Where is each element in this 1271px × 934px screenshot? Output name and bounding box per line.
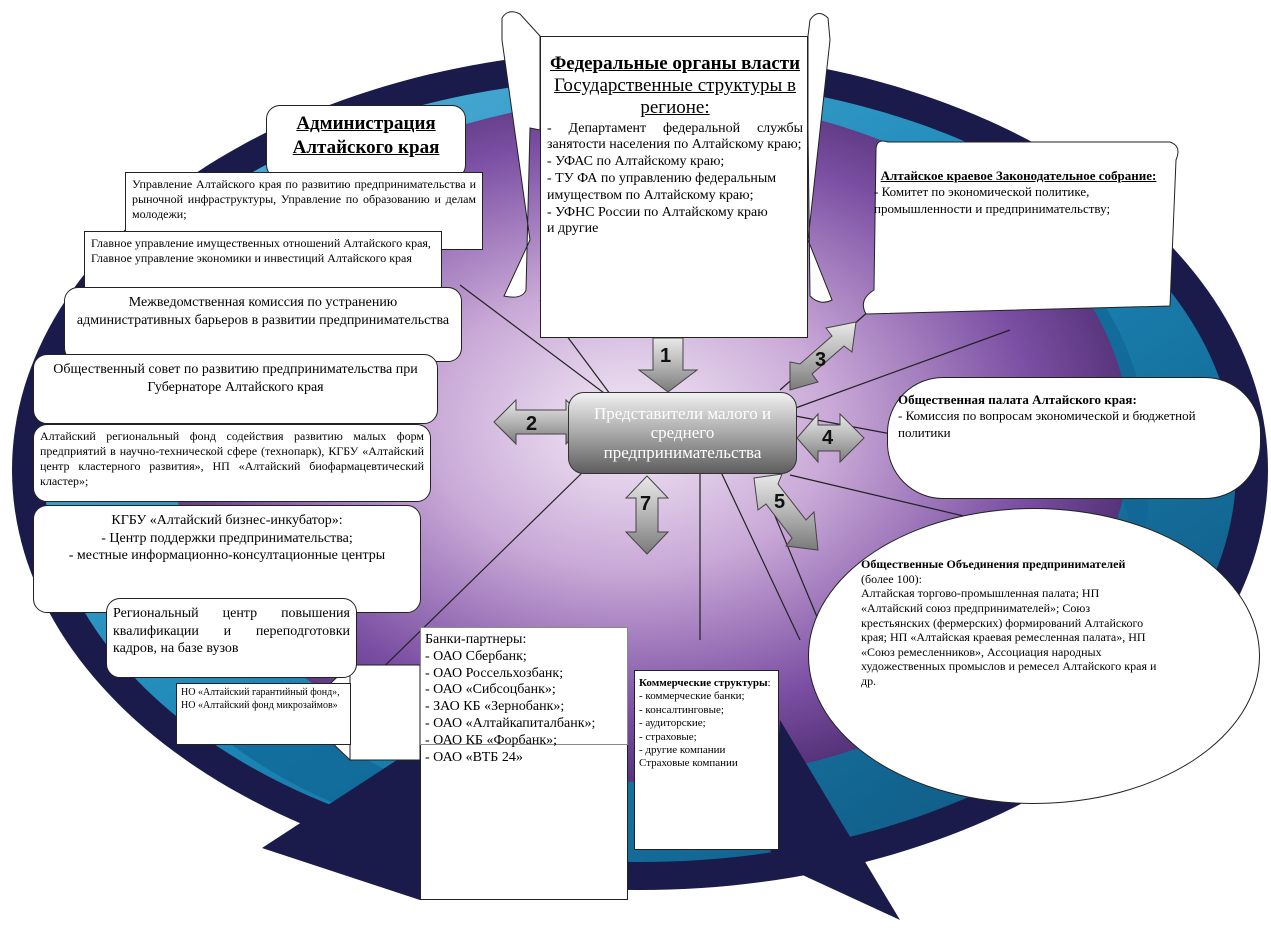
bank-item: - ОАО Сбербанк; bbox=[425, 648, 527, 664]
associations-title: Общественные Объединения предпринимателе… bbox=[861, 557, 1126, 571]
federal-item: - УФНС России по Алтайскому краю bbox=[547, 204, 768, 220]
associations-count: (более 100): bbox=[861, 571, 922, 586]
incubator-item: - Центр поддержки предпринимательства; bbox=[101, 530, 353, 546]
tail-right bbox=[770, 720, 900, 920]
commerce-item: - другие компании bbox=[639, 744, 726, 757]
federal-item: - УФАС по Алтайскому краю; bbox=[547, 154, 725, 170]
arrow-3: 3 bbox=[789, 321, 857, 391]
administration-item: Управление Алтайского края по развитию п… bbox=[132, 177, 476, 221]
guarantee-fund-box: НО «Алтайский гарантийный фонд», НО «Алт… bbox=[176, 683, 351, 745]
commerce-item: - страховые; bbox=[639, 730, 697, 743]
administration-title-box: Администрация Алтайского края bbox=[266, 105, 466, 179]
commerce-title-suffix: : bbox=[767, 677, 771, 689]
federal-scroll-left bbox=[501, 11, 541, 298]
public-chamber-box: Общественная палата Алтайского края: - К… bbox=[887, 377, 1261, 499]
guarantee-item: НО «Алтайский гарантийный фонд», bbox=[181, 687, 340, 698]
federal-authorities-box: Федеральные органы власти Государственны… bbox=[540, 36, 808, 338]
commerce-item: Страховые компании bbox=[639, 757, 738, 770]
administration-box: Межведомственная комиссия по устранению … bbox=[64, 287, 462, 362]
arrow-number-2: 2 bbox=[526, 413, 537, 435]
arrow-5: 5 bbox=[753, 473, 819, 551]
administration-item: Алтайский региональный фонд содействия р… bbox=[40, 429, 424, 488]
legislature-title: Алтайское краевое Законодательное собран… bbox=[880, 168, 1157, 183]
federal-item: - Департамент федеральной службы занятос… bbox=[547, 120, 803, 153]
legislature-item: - Комитет по экономической политике, про… bbox=[874, 184, 1111, 216]
administration-item: Главное управление имущественных отношен… bbox=[91, 236, 431, 265]
tail-left bbox=[262, 745, 420, 900]
arrow-number-4: 4 bbox=[822, 427, 834, 449]
administration-item: Региональный центр повышения квалификаци… bbox=[113, 606, 350, 656]
federal-item: и другие bbox=[547, 221, 599, 237]
federal-title: Федеральные органы власти bbox=[549, 53, 801, 74]
administration-item: Межведомственная комиссия по устранению … bbox=[76, 295, 450, 328]
bank-item: - ОАО «ВТБ 24» bbox=[425, 749, 523, 765]
guarantee-item: НО «Алтайский фонд микрозаймов» bbox=[181, 699, 338, 711]
commercial-structures-box: Коммерческие структуры: - коммерческие б… bbox=[634, 670, 779, 850]
arrow-7: 7 bbox=[624, 475, 670, 555]
federal-subtitle: Государственные структуры в регионе: bbox=[554, 74, 796, 118]
bank-item: - ОАО Россельхозбанк; bbox=[425, 665, 564, 681]
administration-item: Общественный совет по развитию предприни… bbox=[53, 362, 418, 395]
partner-banks-box: Банки-партнеры: - ОАО Сбербанк; - ОАО Ро… bbox=[420, 627, 628, 765]
incubator-title: КГБУ «Алтайский бизнес-инкубатор»: bbox=[111, 513, 343, 528]
banks-title: Банки-партнеры: bbox=[425, 632, 527, 647]
arrow-number-3: 3 bbox=[815, 349, 826, 371]
legis-scroll bbox=[862, 140, 1179, 315]
commerce-item: - коммерческие банки; bbox=[639, 690, 745, 703]
administration-title: Администрация Алтайского края bbox=[292, 113, 440, 158]
sme-representatives-box: Представители малого и среднего предприн… bbox=[568, 392, 797, 474]
incubator-item: - местные информационно-консултационные … bbox=[68, 548, 386, 563]
associations-text: Алтайская торгово-промышленная палата; Н… bbox=[861, 586, 1157, 688]
commerce-item: - консалтинговые; bbox=[639, 703, 724, 716]
commerce-title: Коммерческие структуры bbox=[639, 677, 768, 689]
bank-item: - ОАО КБ «Форбанк»; bbox=[425, 732, 558, 748]
arrow-1: 1 bbox=[637, 337, 699, 393]
arrow-number-5: 5 bbox=[774, 491, 785, 513]
bank-item: - ОАО «Алтайкапиталбанк»; bbox=[425, 715, 596, 731]
administration-box: Региональный центр повышения квалификаци… bbox=[106, 598, 357, 678]
associations-circle: Общественные Объединения предпринимателе… bbox=[808, 508, 1260, 804]
chamber-item: - Комиссия по вопросам экономической и б… bbox=[898, 408, 1196, 440]
arrow-number-1: 1 bbox=[660, 345, 671, 367]
arrow-number-7: 7 bbox=[640, 493, 651, 515]
federal-scroll-right bbox=[807, 13, 833, 303]
arrow-4: 4 bbox=[796, 412, 865, 464]
federal-list: - Департамент федеральной службы занятос… bbox=[547, 121, 803, 239]
commerce-item: - аудиторские; bbox=[639, 717, 706, 730]
administration-box: Общественный совет по развитию предприни… bbox=[33, 354, 438, 424]
business-incubator-box: КГБУ «Алтайский бизнес-инкубатор»: - Цен… bbox=[33, 505, 421, 613]
chamber-title: Общественная палата Алтайского края: bbox=[898, 392, 1137, 407]
federal-item: - ТУ ФА по управлению федеральным имущес… bbox=[547, 170, 777, 203]
centre-label: Представители малого и среднего предприн… bbox=[593, 403, 772, 462]
legislature-box: Алтайское краевое Законодательное собран… bbox=[866, 150, 1171, 315]
associations-heading: Общественные Объединения предпринимателе… bbox=[861, 557, 1125, 586]
banks-tail bbox=[420, 745, 628, 900]
commerce-heading: Коммерческие структуры: bbox=[639, 677, 774, 690]
bank-item: - ЗАО КБ «Зернобанк»; bbox=[425, 699, 565, 715]
bank-item: - ОАО «Сибсоцбанк»; bbox=[425, 682, 556, 698]
administration-box: Алтайский региональный фонд содействия р… bbox=[33, 424, 431, 502]
administration-box: Главное управление имущественных отношен… bbox=[84, 231, 442, 295]
